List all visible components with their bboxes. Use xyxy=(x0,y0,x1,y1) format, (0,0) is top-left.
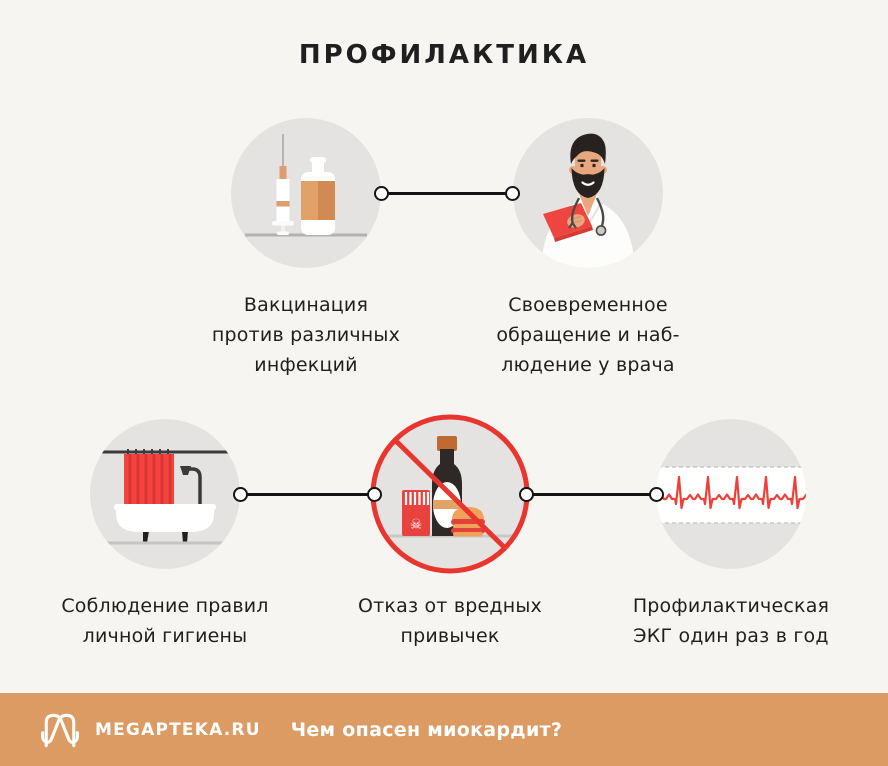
prohibited-alcohol-tobacco-fastfood-icon: ☠ xyxy=(370,414,530,574)
footer: MEGAPTEKA.RU Чем опасен миокардит? xyxy=(0,693,888,766)
connector-line xyxy=(526,492,656,496)
connector-node xyxy=(366,486,382,502)
connector-line xyxy=(240,492,374,496)
connector-node xyxy=(518,486,534,502)
hygiene-illustration xyxy=(90,419,240,569)
svg-text:☠: ☠ xyxy=(410,517,423,533)
footer-question: Чем опасен миокардит? xyxy=(290,718,563,741)
vaccination-illustration xyxy=(231,118,381,268)
bathtub-shower-icon xyxy=(98,449,232,545)
ecg-illustration xyxy=(656,419,806,569)
caption-no-bad-habits: Отказ от вредных привычек xyxy=(358,595,542,647)
page-title: ПРОФИЛАКТИКА xyxy=(298,40,590,70)
connector-node xyxy=(232,486,248,502)
doctor-with-clipboard-icon xyxy=(541,133,635,268)
caption-doctor-visit: Своевременное обращение и наб- людение у… xyxy=(496,294,680,376)
connector-node xyxy=(373,185,389,201)
caption-vaccination: Вакцинация против различных инфекций xyxy=(211,294,401,376)
no-bad-habits-illustration: ☠ xyxy=(368,412,532,576)
doctor-illustration xyxy=(513,118,663,268)
syringe-and-vial-icon xyxy=(245,134,367,237)
connector-node xyxy=(648,486,664,502)
caption-preventive-ecg: Профилактическая ЭКГ один раз в год xyxy=(632,595,830,647)
megapteka-logo-icon xyxy=(41,713,79,747)
ecg-trace-icon xyxy=(656,466,806,524)
connector-node xyxy=(504,185,520,201)
footer-brand: MEGAPTEKA.RU xyxy=(95,719,261,740)
connector-line xyxy=(381,191,512,195)
caption-personal-hygiene: Соблюдение правил личной гигиены xyxy=(61,595,269,647)
